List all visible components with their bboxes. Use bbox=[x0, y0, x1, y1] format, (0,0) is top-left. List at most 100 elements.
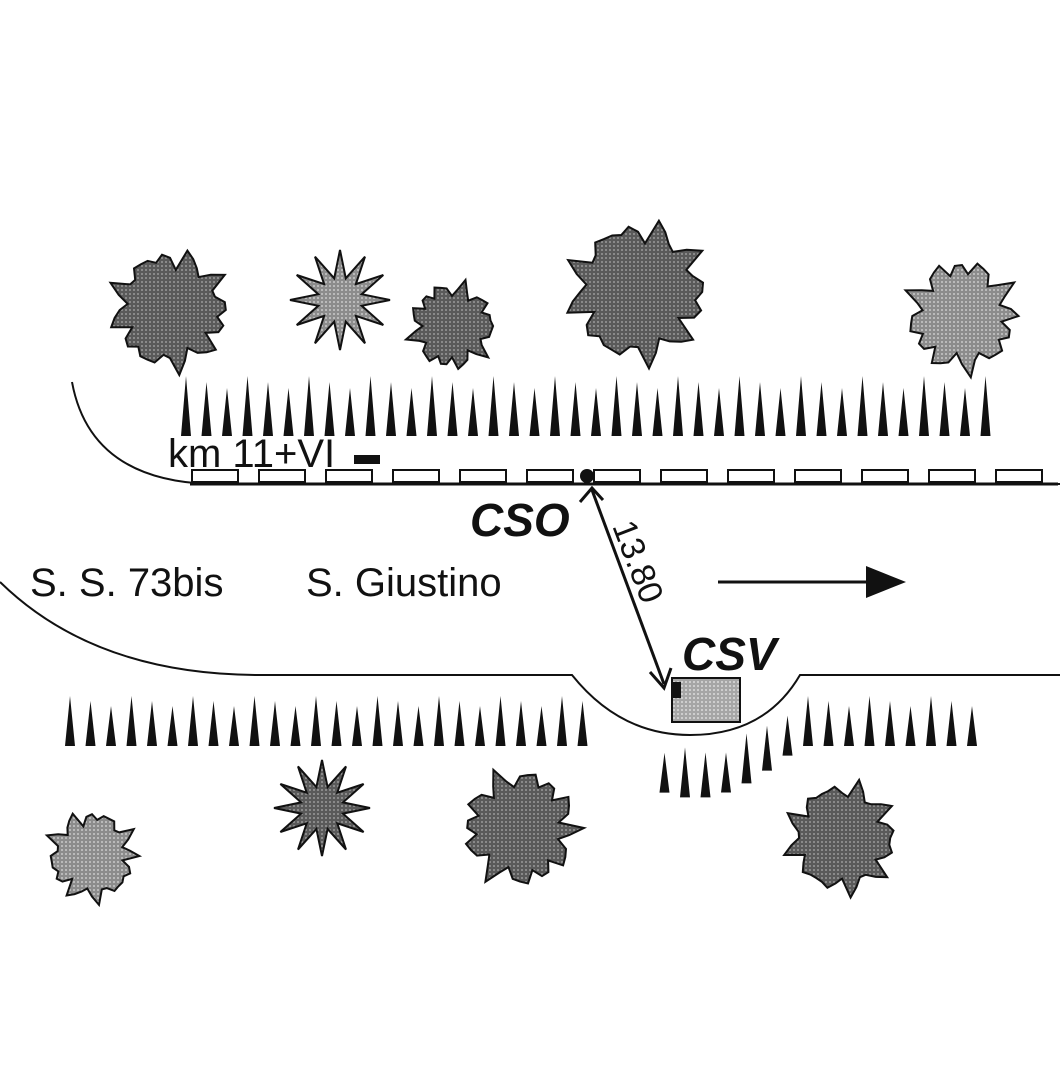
hedge-spike-icon bbox=[434, 696, 444, 746]
hedge-spike-icon bbox=[290, 706, 301, 746]
hedge-spike-icon bbox=[550, 376, 560, 436]
hedge-spike-icon bbox=[147, 701, 157, 746]
hedge-spike-icon bbox=[331, 701, 342, 746]
guardrail-segment bbox=[928, 469, 976, 483]
hedge-spike-icon bbox=[652, 388, 663, 436]
hedge-spike-icon bbox=[570, 382, 581, 436]
place-name-label: S. Giustino bbox=[306, 561, 502, 605]
tree-group bbox=[44, 218, 1021, 908]
csv-marker bbox=[671, 682, 681, 698]
hedge-spike-icon bbox=[263, 382, 273, 436]
guardrail-segment bbox=[459, 469, 507, 483]
tree-icon bbox=[44, 811, 143, 908]
tree-icon bbox=[289, 249, 391, 351]
km-post-icon bbox=[354, 455, 380, 464]
guardrail-segment bbox=[794, 469, 842, 483]
hedge-spike-icon bbox=[680, 747, 690, 798]
hedge-spike-icon bbox=[919, 376, 929, 436]
hedge-spike-icon bbox=[468, 388, 478, 436]
hedge-spike-icon bbox=[939, 382, 950, 436]
hedge-spike-icon bbox=[878, 382, 888, 436]
tree-icon bbox=[108, 248, 227, 378]
guardrail-segment bbox=[191, 469, 239, 483]
hedge-spike-icon bbox=[167, 706, 178, 746]
km-marker-label: km 11+VI bbox=[168, 432, 335, 476]
hedge-spike-icon bbox=[816, 382, 827, 436]
road-name-label: S. S. 73bis bbox=[30, 561, 223, 605]
hedge-spike-icon bbox=[885, 701, 895, 746]
hedge-spike-icon bbox=[509, 382, 519, 436]
tree-icon bbox=[782, 777, 895, 900]
hedge-spike-icon bbox=[775, 388, 786, 436]
hedge-spike-icon bbox=[242, 376, 253, 436]
hedge-spike-icon bbox=[926, 696, 936, 746]
tree-icon bbox=[903, 262, 1021, 380]
hedge-spike-icon bbox=[946, 701, 957, 746]
hedge-spike-icon bbox=[673, 376, 683, 436]
hedge-spike-icon bbox=[529, 388, 540, 436]
distance-arrow bbox=[578, 485, 673, 691]
hedge-spike-icon bbox=[898, 388, 909, 436]
hedge-spike-icon bbox=[700, 752, 711, 798]
hedge-spike-icon bbox=[406, 388, 417, 436]
hedge-spike-icon bbox=[837, 388, 847, 436]
guardrail-segment bbox=[526, 469, 574, 483]
hedge-spike-icon bbox=[229, 706, 239, 746]
guardrail-segment bbox=[995, 469, 1043, 483]
hedge-spike-icon bbox=[844, 706, 854, 746]
hedge-row-south bbox=[65, 696, 977, 798]
hedge-spike-icon bbox=[324, 382, 335, 436]
hedge-spike-icon bbox=[413, 706, 424, 746]
hedge-spike-icon bbox=[632, 382, 642, 436]
hedge-spike-icon bbox=[386, 382, 396, 436]
hedge-spike-icon bbox=[516, 701, 526, 746]
hedge-spike-icon bbox=[536, 706, 547, 746]
hedge-spike-icon bbox=[577, 701, 588, 746]
hedge-spike-icon bbox=[365, 376, 376, 436]
hedge-spike-icon bbox=[967, 706, 977, 746]
hedge-spike-icon bbox=[393, 701, 403, 746]
hedge-spike-icon bbox=[823, 701, 834, 746]
hedge-spike-icon bbox=[222, 388, 232, 436]
hedge-spike-icon bbox=[126, 696, 137, 746]
hedge-spike-icon bbox=[659, 752, 670, 793]
arrow-right-icon bbox=[718, 566, 906, 598]
hedge-spike-icon bbox=[721, 752, 731, 793]
hedge-spike-icon bbox=[454, 701, 465, 746]
station-dot-icon bbox=[580, 469, 594, 483]
hedge-spike-icon bbox=[611, 376, 622, 436]
hedge-spike-icon bbox=[181, 376, 191, 436]
hedge-spike-icon bbox=[352, 706, 362, 746]
hedge-spike-icon bbox=[475, 706, 485, 746]
csv-label: CSV bbox=[682, 628, 780, 680]
guardrail-segment bbox=[660, 469, 708, 483]
road-edge-lower bbox=[0, 581, 1060, 737]
tree-icon bbox=[403, 277, 495, 371]
guardrail-segment bbox=[392, 469, 440, 483]
hedge-spike-icon bbox=[960, 388, 970, 436]
guardrail-segment bbox=[258, 469, 306, 483]
cso-label: CSO bbox=[470, 494, 570, 546]
hedge-spike-icon bbox=[372, 696, 383, 746]
hedge-spike-icon bbox=[304, 376, 314, 436]
guardrail-segment bbox=[593, 469, 641, 483]
guardrail-segment bbox=[861, 469, 909, 483]
hedge-spike-icon bbox=[208, 701, 219, 746]
hedge-spike-icon bbox=[488, 376, 499, 436]
hedge-row-north bbox=[181, 376, 991, 436]
guardrail-segment bbox=[727, 469, 775, 483]
hedge-spike-icon bbox=[345, 388, 355, 436]
hedge-spike-icon bbox=[65, 696, 75, 746]
hedge-spike-icon bbox=[796, 376, 806, 436]
hedge-spike-icon bbox=[714, 388, 724, 436]
hedge-spike-icon bbox=[905, 706, 916, 746]
hedge-spike-icon bbox=[85, 701, 96, 746]
hedge-spike-icon bbox=[188, 696, 198, 746]
hedge-spike-icon bbox=[495, 696, 506, 746]
tree-icon bbox=[565, 218, 705, 371]
tree-icon bbox=[464, 767, 588, 885]
hedge-spike-icon bbox=[857, 376, 868, 436]
hedge-spike-icon bbox=[447, 382, 458, 436]
